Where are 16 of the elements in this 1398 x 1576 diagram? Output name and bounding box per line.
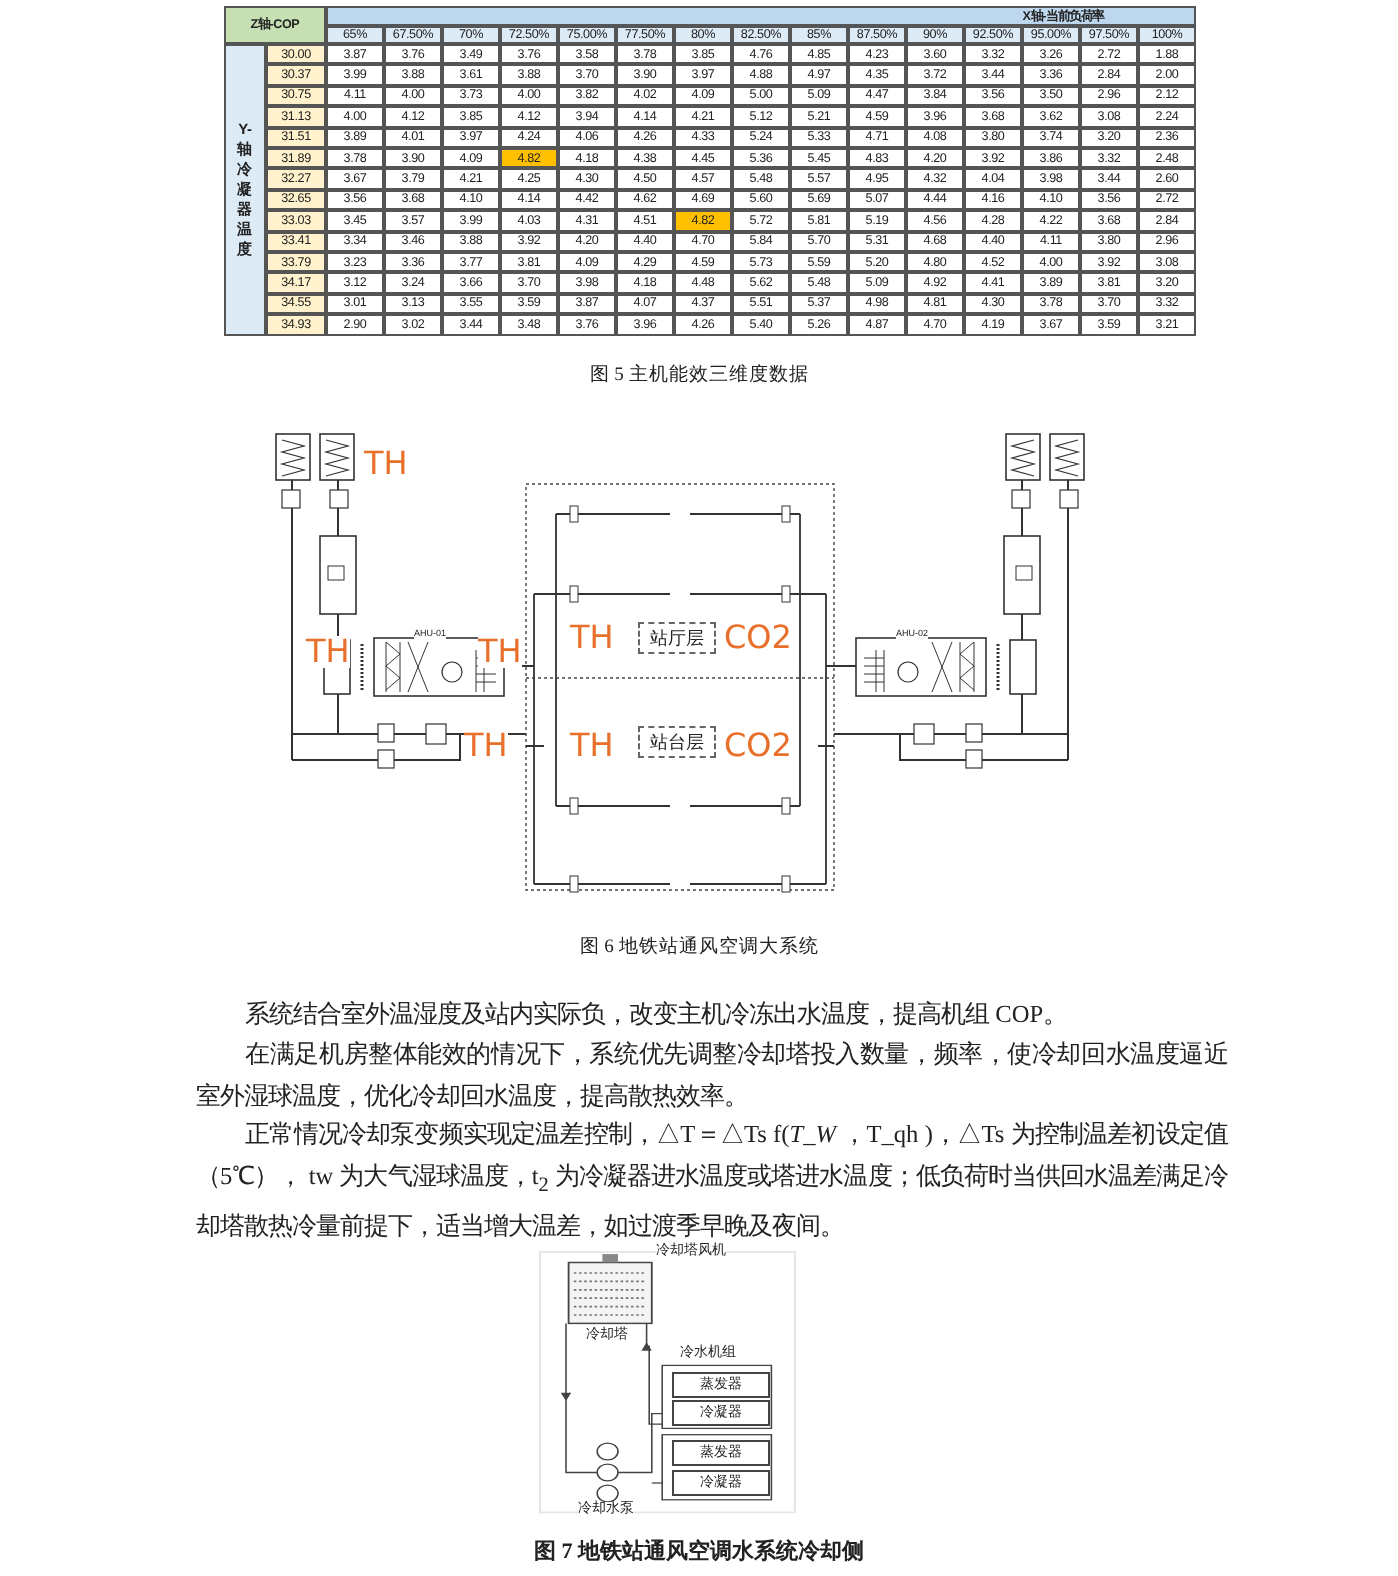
sensor-label: TH [570, 622, 614, 654]
sensor-label: TH [364, 448, 408, 480]
sensor-label: TH [464, 730, 508, 762]
sensor-label: TH [306, 636, 350, 668]
figure-caption: 图 5 主机能效三维度数据 [589, 366, 809, 386]
figure-caption: 图 6 地铁站通风空调大系统 [579, 938, 819, 958]
sensor-label: TH [478, 636, 522, 668]
floor-box: 站厅层 [638, 622, 716, 654]
floor-box: 站台层 [638, 726, 716, 758]
sensor-label: TH [570, 730, 614, 762]
body-paragraph: 正常情况冷却泵变频实现定温差控制，△T＝△Ts f(T_W ，T_qh )，△Ts 为控制温差初设定值（5℃）， tw 为大气湿球温度，t$_{2}$ 为冷凝器进水温度或塔进水温度；低负荷时当供回水温差满足冷却塔散热冷量前提下，适当增大温差，如过渡季早晚及夜间。 [196, 1118, 1228, 1242]
body-paragraph: 在满足机房整体能效的情况下，系统优先调整冷却塔投入数量，频率，使冷却回水温度逼近室外湿球温度，优化冷却回水温度，提高散热效率。 [196, 1038, 1228, 1113]
figure-caption: 图 7 地铁站通风空调水系统冷却侧 [534, 1540, 864, 1564]
sensor-label: CO2 [724, 730, 792, 762]
sensor-label: CO2 [724, 622, 792, 654]
body-paragraph: 系统结合室外温湿度及站内实际负，改变主机冷冻出水温度，提高机组 COP。 [243, 998, 1070, 1032]
